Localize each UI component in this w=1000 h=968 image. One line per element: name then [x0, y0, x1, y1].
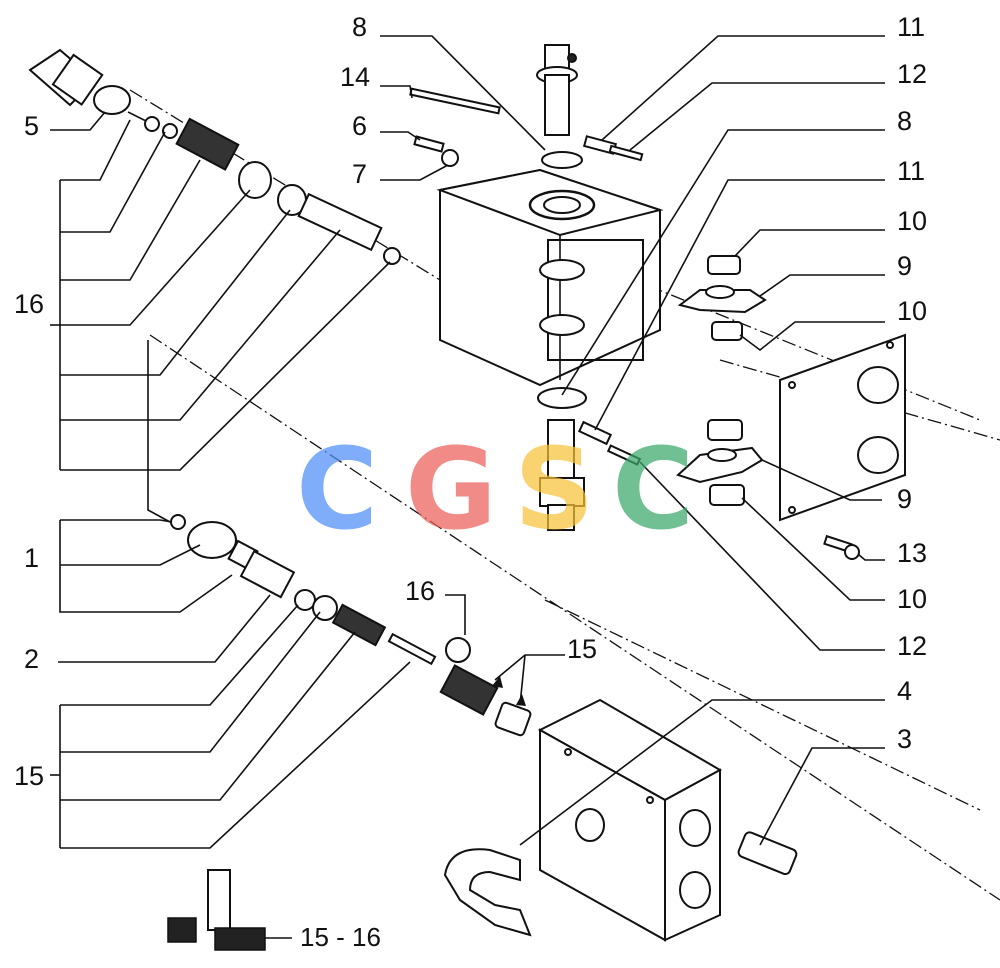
- callout-2: 2: [24, 644, 39, 674]
- callout-8: 8: [897, 106, 912, 136]
- callout-6: 6: [352, 111, 367, 141]
- callout-1: 1: [24, 543, 39, 573]
- callout-14: 14: [340, 62, 370, 92]
- watermark-letter: C: [296, 425, 378, 555]
- callout-12: 12: [897, 59, 927, 89]
- levers-and-rings: [676, 255, 767, 506]
- callout-10: 10: [897, 206, 927, 236]
- callout-11: 11: [897, 12, 925, 42]
- top-shaft: [536, 44, 578, 136]
- valve-body: [436, 168, 664, 387]
- cover-plate: [779, 333, 906, 560]
- callout-11: 11: [897, 156, 925, 186]
- lower-spool-assembly: [170, 514, 532, 737]
- callout-15: 15: [14, 761, 44, 791]
- callout-9: 9: [897, 251, 912, 281]
- callout-4: 4: [897, 676, 912, 706]
- callout-15: 15: [567, 634, 597, 664]
- manifold-block: [537, 698, 723, 942]
- callout-5: 5: [24, 111, 39, 141]
- watermark: C G S C: [296, 425, 694, 555]
- callout-16: 16: [14, 289, 44, 319]
- callout-10: 10: [897, 584, 927, 614]
- watermark-letter: G: [405, 425, 497, 555]
- leader-lines: [50, 35, 885, 849]
- watermark-letter: C: [612, 425, 694, 555]
- callout-8: 8: [352, 12, 367, 42]
- callout-10: 10: [897, 296, 927, 326]
- callout-7: 7: [352, 159, 367, 189]
- kit-inset: [167, 869, 292, 951]
- seals-and-pins: [409, 87, 644, 466]
- callout-12: 12: [897, 631, 927, 661]
- callout-9: 9: [897, 484, 912, 514]
- bottom-shaft: [537, 387, 587, 531]
- fittings: [443, 831, 798, 937]
- callout-3: 3: [897, 724, 912, 754]
- upper-spool-assembly: [28, 48, 401, 265]
- kit-label: 15 - 16: [300, 922, 381, 952]
- watermark-letter: S: [514, 425, 595, 555]
- callout-16: 16: [405, 576, 435, 606]
- callout-labels: 8 11 14 12 5 6 8 7 11 10 9 16 10 9 13 1 …: [14, 12, 927, 952]
- callout-13: 13: [897, 538, 927, 568]
